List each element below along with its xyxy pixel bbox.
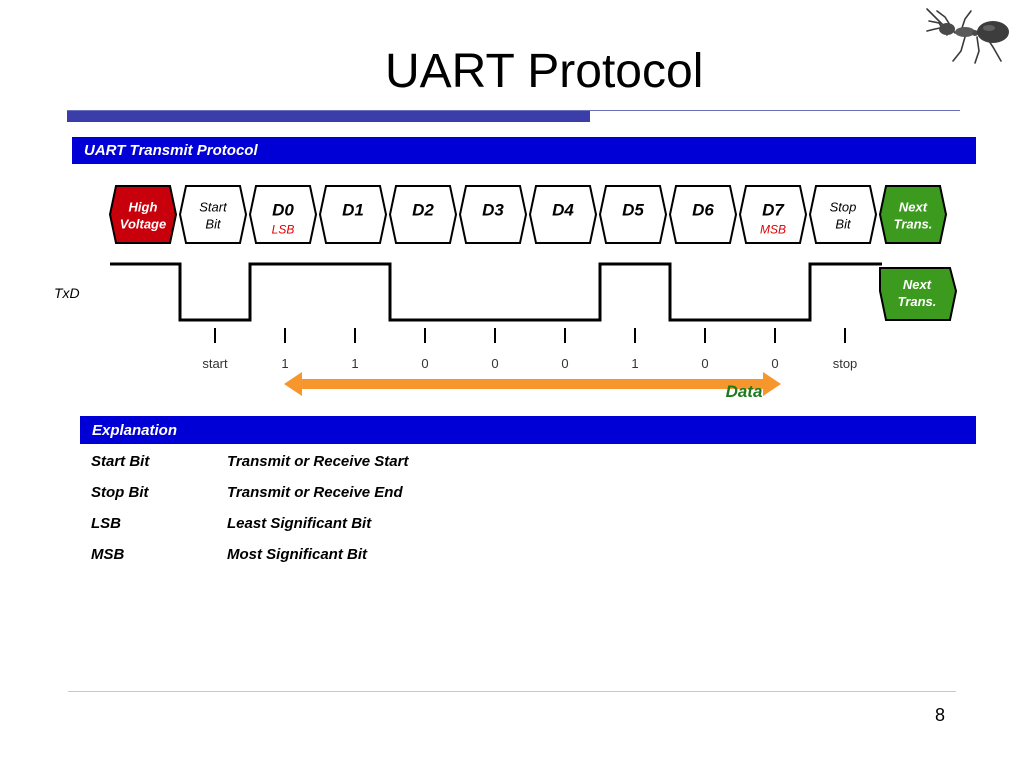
bit-value-label: 1 <box>631 356 638 371</box>
frame-cell-d4: D4 <box>528 185 598 244</box>
ant-illustration <box>926 8 1009 64</box>
explanation-term: MSB <box>91 546 125 563</box>
txd-waveform <box>110 262 882 322</box>
page-number: 8 <box>934 705 945 725</box>
bit-value-label: 0 <box>421 356 428 371</box>
bit-value-label: start <box>202 356 228 371</box>
frame-label-line2: Bit <box>835 217 852 232</box>
frame-sub-label: MSB <box>760 223 786 237</box>
data-arrow-label: Data <box>726 382 763 401</box>
explanation-header: Explanation <box>80 416 976 444</box>
frame-cell-d1: D1 <box>318 185 388 244</box>
frame-label: D2 <box>412 201 434 220</box>
frame-label: High <box>129 200 158 215</box>
frame-label-line2: Voltage <box>120 217 166 232</box>
next-trans-label: Next <box>903 277 932 292</box>
frame-label: Stop <box>830 200 857 215</box>
frame-label: D0 <box>272 201 294 220</box>
bit-value-label: 0 <box>491 356 498 371</box>
explanation-description: Least Significant Bit <box>227 515 372 532</box>
data-range-arrow: Data <box>284 372 781 401</box>
explanation-row: Start Bit Transmit or Receive Start <box>91 452 408 472</box>
frame-cell-d6: D6 <box>668 185 738 244</box>
frame-label-line2: Trans. <box>894 217 933 232</box>
frame-label: D3 <box>482 201 504 220</box>
explanation-description: Transmit or Receive End <box>227 484 403 501</box>
frame-label: D7 <box>762 201 785 220</box>
txd-signal-label: TxD <box>54 285 80 301</box>
explanation-row: Stop Bit Transmit or Receive End <box>91 483 403 503</box>
explanation-row: LSB Least Significant Bit <box>91 514 371 534</box>
explanation-description: Transmit or Receive Start <box>227 453 409 470</box>
explanation-term: LSB <box>91 515 121 532</box>
explanation-description: Most Significant Bit <box>227 546 367 563</box>
frame-cell-d5: D5 <box>598 185 668 244</box>
slide-title: UART Protocol <box>385 45 704 98</box>
explanation-term: Stop Bit <box>91 484 149 501</box>
title-rule-bold <box>67 111 590 122</box>
bit-value-label: 1 <box>281 356 288 371</box>
frame-label: D6 <box>692 201 714 220</box>
bit-value-label: stop <box>833 356 858 371</box>
title-rule-thin <box>67 110 960 111</box>
bit-value-label: 0 <box>771 356 778 371</box>
frame-sub-label: LSB <box>272 223 295 237</box>
frame-cell-d3: D3 <box>458 185 528 244</box>
frame-label: D5 <box>622 201 644 220</box>
protocol-header: UART Transmit Protocol <box>72 137 976 164</box>
footer-rule <box>68 691 956 692</box>
explanation-term: Start Bit <box>91 453 150 470</box>
next-trans-label-line2: Trans. <box>898 294 937 309</box>
frame-label: D4 <box>552 201 574 220</box>
bit-value-label: 0 <box>561 356 568 371</box>
frame-label: D1 <box>342 201 364 220</box>
frame-label-line2: Bit <box>205 217 222 232</box>
explanation-row: MSB Most Significant Bit <box>91 545 367 565</box>
frame-cell-d2: D2 <box>388 185 458 244</box>
bit-value-label: 0 <box>701 356 708 371</box>
frame-label: Next <box>899 200 928 215</box>
bit-value-label: 1 <box>351 356 358 371</box>
frame-label: Start <box>199 200 228 215</box>
